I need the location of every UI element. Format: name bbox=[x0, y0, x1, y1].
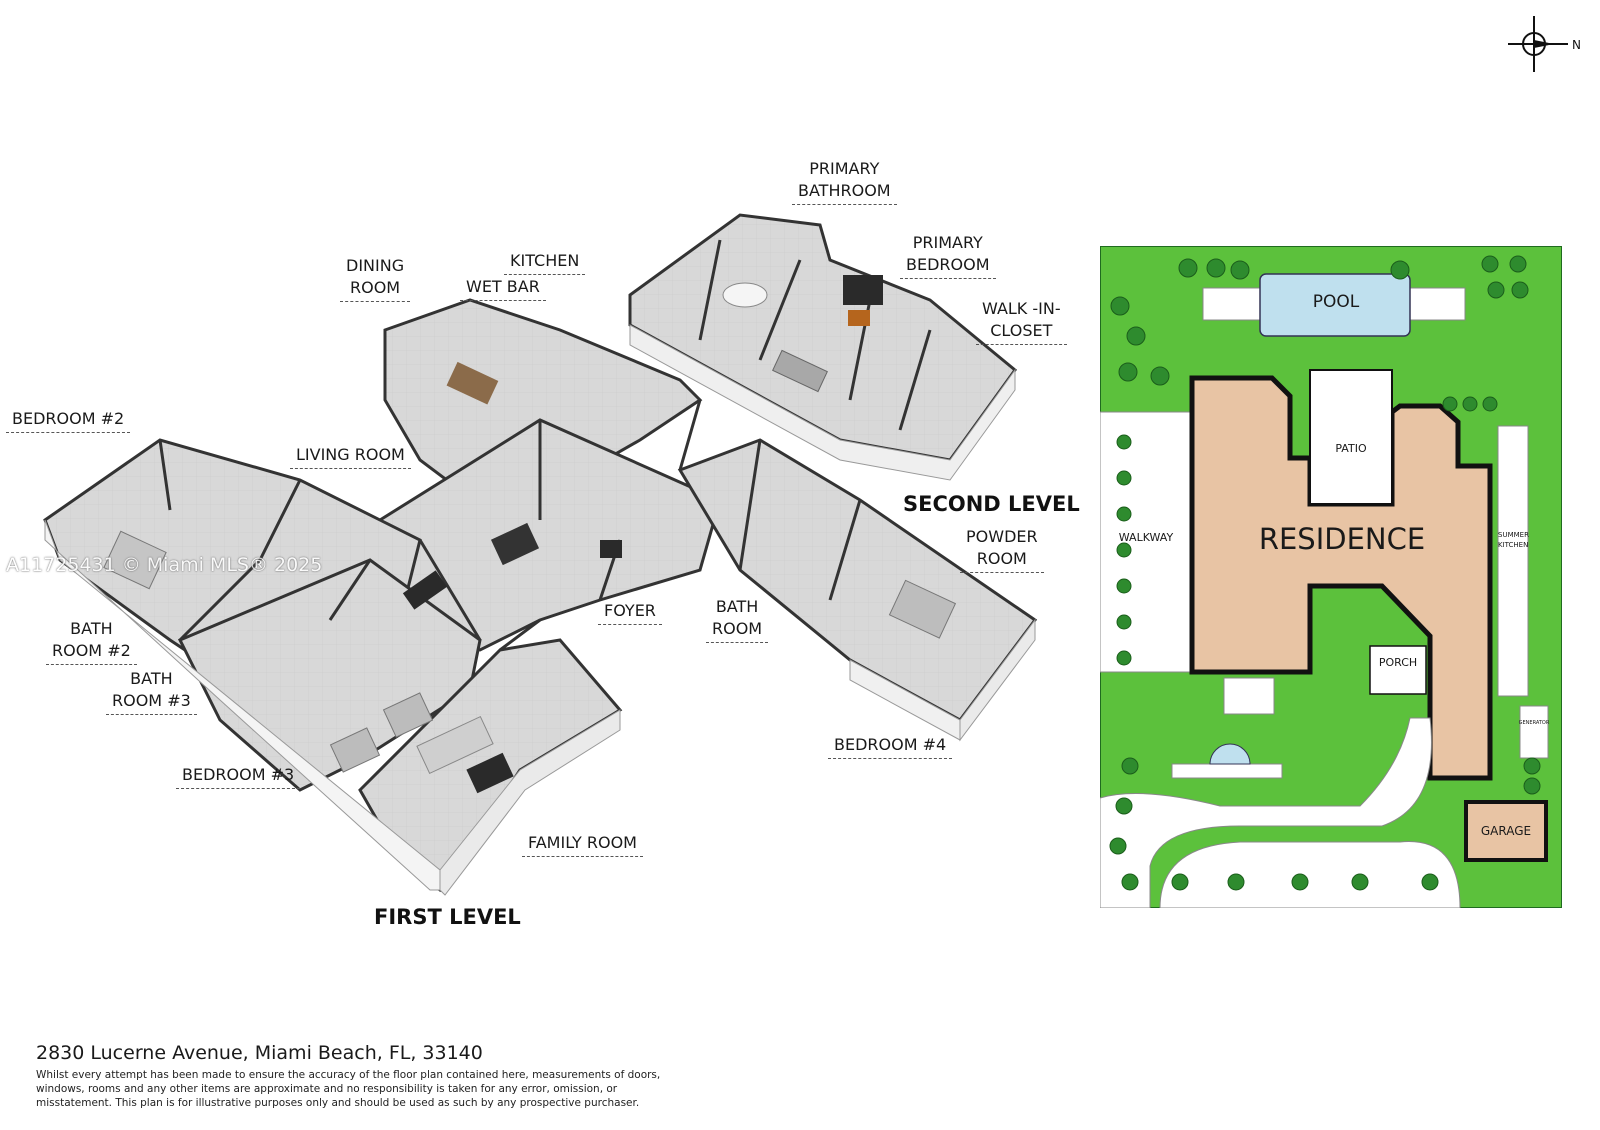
label-bedroom-3: BEDROOM #3 bbox=[176, 764, 301, 789]
watermark: A11725431 © Miami MLS® 2025 bbox=[6, 554, 323, 576]
site-label-generator: GENERATOR bbox=[1518, 720, 1550, 726]
label-walk-in-closet: WALK -IN- CLOSET bbox=[976, 298, 1067, 345]
label-wet-bar: WET BAR bbox=[460, 276, 546, 301]
site-label-walkway: WALKWAY bbox=[1118, 531, 1174, 544]
label-bedroom-4: BEDROOM #4 bbox=[828, 734, 953, 759]
label-bath-room: BATH ROOM bbox=[706, 596, 769, 643]
site-label-pool: POOL bbox=[1312, 292, 1360, 312]
label-foyer: FOYER bbox=[598, 600, 662, 625]
label-family-room: FAMILY ROOM bbox=[522, 832, 643, 857]
trees bbox=[1109, 255, 1541, 891]
site-label-garage: GARAGE bbox=[1480, 824, 1532, 838]
site-label-patio: PATIO bbox=[1335, 442, 1367, 455]
compass-north-label: N bbox=[1572, 38, 1581, 52]
label-bath-room-2: BATH ROOM #2 bbox=[46, 618, 137, 665]
label-bedroom-2: BEDROOM #2 bbox=[6, 408, 131, 433]
label-kitchen: KITCHEN bbox=[504, 250, 586, 275]
label-powder-room: POWDER ROOM bbox=[960, 526, 1044, 573]
first-level-plan bbox=[43, 298, 1038, 896]
label-bath-room-3: BATH ROOM #3 bbox=[106, 668, 197, 715]
site-plan-drawing bbox=[1099, 245, 1563, 909]
label-primary-bathroom: PRIMARY BATHROOM bbox=[792, 158, 897, 205]
site-label-summer-kitchen: SUMMER KITCHEN bbox=[1498, 531, 1529, 549]
label-dining-room: DINING ROOM bbox=[340, 255, 411, 302]
first-level-title: FIRST LEVEL bbox=[374, 905, 521, 929]
floor-plan-3d bbox=[43, 213, 1038, 896]
compass-icon: N bbox=[1508, 16, 1581, 72]
label-primary-bedroom: PRIMARY BEDROOM bbox=[900, 232, 996, 279]
site-label-porch: PORCH bbox=[1378, 656, 1418, 669]
site-plan: POOL PATIO RESIDENCE WALKWAY SUMMER KITC… bbox=[1099, 245, 1563, 909]
property-address: 2830 Lucerne Avenue, Miami Beach, FL, 33… bbox=[36, 1042, 483, 1064]
disclaimer: Whilst every attempt has been made to en… bbox=[36, 1069, 661, 1109]
second-level-plan bbox=[628, 213, 1018, 481]
second-level-title: SECOND LEVEL bbox=[903, 492, 1080, 516]
site-label-residence: RESIDENCE bbox=[1258, 522, 1426, 556]
label-living-room: LIVING ROOM bbox=[290, 444, 411, 469]
